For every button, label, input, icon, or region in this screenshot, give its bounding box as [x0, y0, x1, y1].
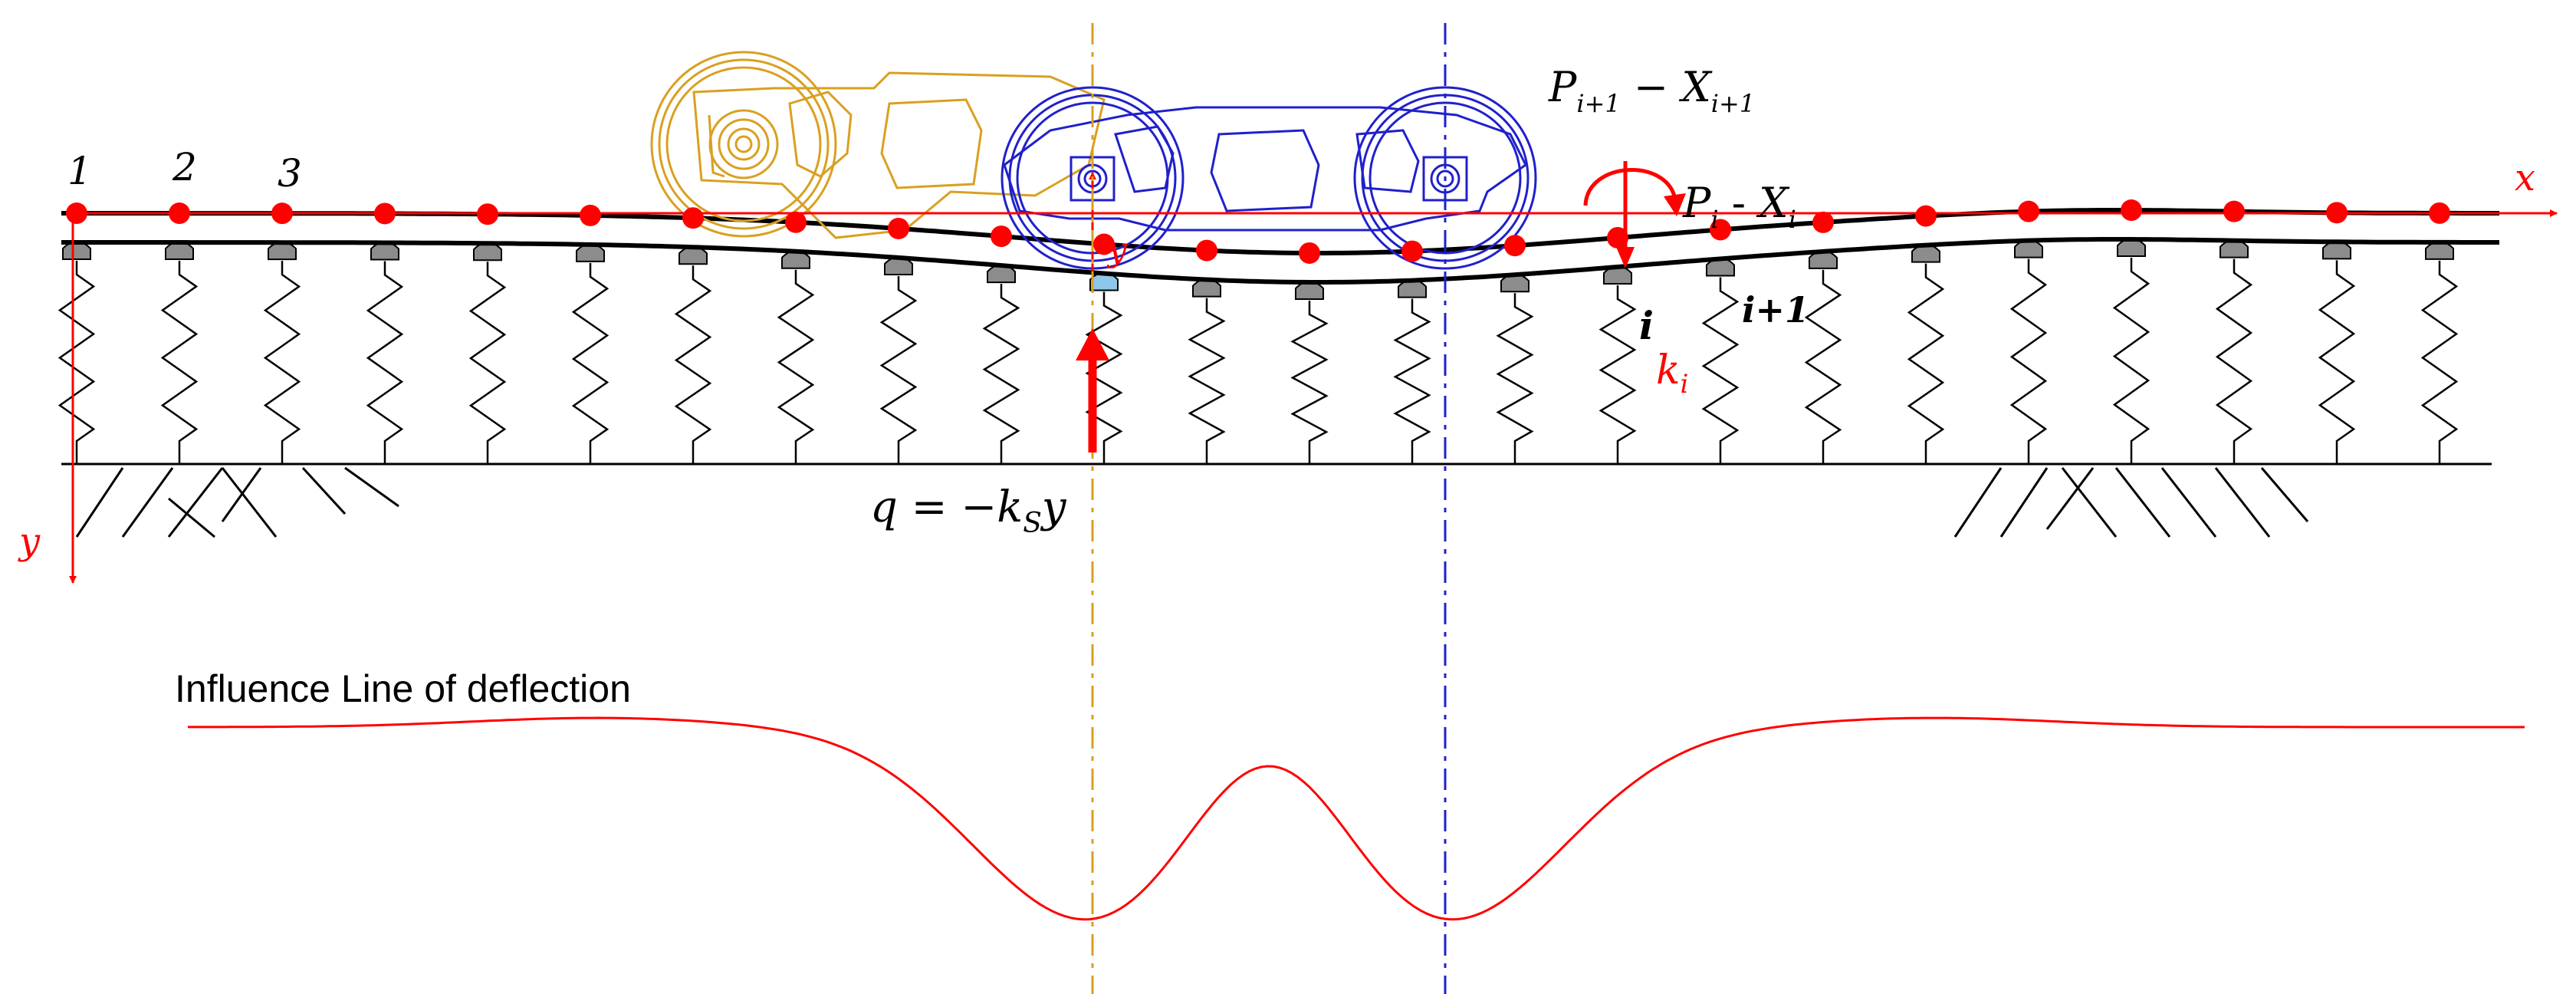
rail-node — [1299, 242, 1320, 264]
spring — [1701, 277, 1740, 464]
rail-node — [2121, 199, 2142, 222]
rail-node — [785, 211, 807, 233]
local-y-axis-label: y — [1106, 230, 1128, 269]
rail-node — [888, 217, 909, 239]
spring — [1496, 293, 1534, 464]
rail-node — [374, 202, 396, 225]
rail-node — [682, 207, 704, 229]
rail-node — [271, 202, 293, 225]
spring — [2420, 260, 2459, 464]
foundation-formula: q = −kSy — [870, 482, 1067, 539]
rail-bottom — [61, 237, 2499, 285]
ground-hatch-left — [75, 466, 399, 538]
rail-node — [1196, 239, 1217, 262]
spring — [58, 261, 96, 464]
spring — [1598, 285, 1637, 464]
rail-node — [1915, 205, 1937, 227]
node-label-i: i — [1639, 303, 1654, 348]
spring — [263, 261, 301, 464]
rail-node — [991, 225, 1012, 248]
spring — [2318, 260, 2356, 464]
rail-node — [2429, 202, 2450, 224]
spring — [982, 284, 1020, 464]
x-axis-label: x — [2515, 156, 2535, 199]
spring — [1804, 269, 1842, 464]
load-arrow — [1616, 161, 1635, 268]
spring — [1907, 263, 1945, 464]
rail-node — [169, 202, 190, 225]
spring — [1188, 298, 1226, 464]
rail-node — [1401, 240, 1423, 262]
rail-node — [1710, 219, 1731, 241]
load-label-top: Pi+1 − Xi+1 — [1548, 63, 1755, 118]
y-axis-label: y — [18, 520, 41, 563]
spring — [1290, 300, 1329, 464]
rail-node — [2326, 202, 2348, 224]
spring-supports — [58, 258, 2459, 464]
sleepers — [62, 238, 2454, 300]
rail-node — [66, 202, 87, 225]
node-label-1: 1 — [67, 149, 92, 193]
rail-node — [1607, 226, 1628, 248]
spring — [366, 261, 404, 464]
rail-node — [477, 203, 498, 225]
rail-node — [580, 204, 601, 226]
rail-node — [1504, 235, 1526, 257]
reaction-arrow — [1076, 328, 1109, 453]
spring — [468, 262, 507, 464]
spring — [777, 269, 815, 464]
load-label-mid: Pi - Xi — [1682, 179, 1796, 234]
bogie-left — [650, 51, 1106, 239]
node-label-3: 3 — [278, 151, 302, 196]
spring — [1393, 298, 1431, 464]
spring-stiffness-label: ki — [1656, 347, 1688, 400]
spring — [571, 262, 610, 464]
rail-nodes — [66, 199, 2450, 264]
rail-node — [1812, 211, 1834, 233]
spring — [1085, 291, 1123, 464]
influence-line-title: Influence Line of deflection — [175, 667, 631, 710]
spring — [160, 261, 199, 464]
spring — [2215, 258, 2253, 464]
ground-hatch-right — [1953, 467, 2309, 538]
spring — [879, 275, 918, 464]
spring — [2009, 258, 2048, 464]
axes — [69, 172, 2558, 584]
rail-node — [2223, 200, 2245, 222]
rail-node — [2018, 200, 2039, 222]
moment-arrow — [1583, 167, 1686, 216]
spring — [674, 265, 712, 464]
rail-node — [1093, 233, 1115, 255]
spring — [2112, 258, 2150, 464]
influence-line — [188, 716, 2525, 921]
node-label-2: 2 — [172, 145, 197, 189]
node-label-i-plus-1: i+1 — [1742, 289, 1809, 331]
